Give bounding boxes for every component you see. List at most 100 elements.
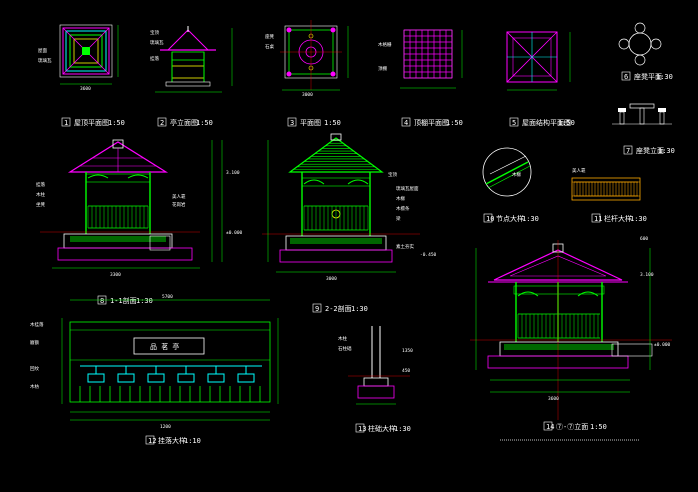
svg-text:宝顶: 宝顶	[388, 171, 397, 178]
svg-text:石桌: 石桌	[265, 43, 274, 50]
view-roof-structure: 5 屋面结构平面图 1:50	[506, 31, 575, 127]
svg-text:梁: 梁	[396, 215, 401, 222]
view7-title: 座凳立面	[636, 146, 664, 155]
svg-text:花岗岩: 花岗岩	[172, 201, 186, 208]
view11-scale: 1:30	[630, 215, 647, 223]
dim-base-1: 1350	[402, 348, 413, 354]
view6-number: 6	[624, 73, 628, 81]
svg-text:美人靠: 美人靠	[172, 193, 186, 200]
view-large-elevation: 3.100 ±0.000 3600 600 14 ⑦-⑦立面 1:50	[470, 236, 672, 441]
svg-text:木柱: 木柱	[36, 191, 45, 198]
view8-title: 1-1剖面	[110, 296, 137, 305]
view9-title: 2-2剖面	[325, 304, 352, 313]
svg-text:木柱: 木柱	[338, 335, 347, 342]
svg-text:回纹: 回纹	[30, 365, 39, 372]
svg-text:顶棚: 顶棚	[378, 65, 387, 72]
svg-text:木枋: 木枋	[30, 383, 39, 390]
svg-text:坐凳: 坐凳	[36, 201, 45, 208]
view-section-2-2: 宝顶 琉璃瓦屋面 木椽 木檩条 梁 素土夯实 -0.450 3000 9 2-2…	[262, 133, 437, 313]
svg-text:木格栅: 木格栅	[378, 41, 392, 48]
svg-text:宝顶: 宝顶	[150, 29, 159, 36]
svg-text:挂落: 挂落	[36, 181, 45, 188]
view3-scale: 1:50	[324, 119, 341, 127]
svg-text:素土夯实: 素土夯实	[396, 243, 414, 250]
view2-title: 亭立面图	[170, 118, 198, 127]
view1-title: 屋顶平面图	[74, 119, 109, 127]
view11-title: 栏杆大样	[604, 214, 632, 223]
view9-scale: 1:30	[351, 305, 368, 313]
svg-text:木檩条: 木檩条	[396, 205, 410, 212]
view1-number: 1	[64, 119, 68, 127]
view13-scale: 1:30	[394, 425, 411, 433]
view14-scale: 1:50	[590, 423, 607, 431]
view12-title: 挂落大样	[158, 436, 186, 445]
dim-plan: 3000	[302, 92, 313, 98]
dim-section-1: 3300	[110, 272, 121, 278]
dim-large-width: 3600	[548, 396, 559, 402]
svg-text:石柱础: 石柱础	[338, 345, 352, 352]
svg-text:琉璃瓦: 琉璃瓦	[150, 39, 164, 46]
view14-number: 14	[546, 423, 554, 431]
dim-fascia-bottom: 1200	[160, 424, 171, 430]
view-fascia-detail: 品 茗 亭 5700 1200 木挂落 匾额 回纹 木枋 12 挂落大样 1:1…	[30, 294, 279, 445]
dim-height-1: 3.100	[226, 170, 240, 176]
fascia-posts	[79, 386, 261, 402]
view6-title: 座凳平面	[634, 72, 662, 81]
roof-note-2: 琉璃瓦	[38, 57, 52, 64]
view-node-detail: 木椽 10 节点大样 1:30	[482, 147, 539, 223]
view-section-1-1: 挂落 木柱 坐凳 美人靠 花岗岩 3.100 ±0.000 3300 8 1-1…	[36, 139, 243, 305]
dim-level-2: -0.450	[420, 252, 437, 258]
view5-scale: 1:50	[558, 119, 575, 127]
svg-text:木挂落: 木挂落	[30, 321, 44, 328]
view8-scale: 1:30	[136, 297, 153, 305]
view5-title: 屋面结构平面图	[522, 118, 571, 127]
ceiling-grid	[403, 29, 453, 79]
view11-number: 11	[594, 215, 602, 223]
view13-title: 柱础大样	[368, 424, 396, 433]
view10-number: 10	[486, 215, 494, 223]
railing-2-2	[303, 205, 369, 231]
dim-level-1: ±0.000	[226, 230, 243, 236]
view-column-base: 木柱 石柱础 1350 450 13 柱础大样 1:30	[338, 326, 413, 433]
svg-text:美人靠: 美人靠	[572, 167, 586, 174]
view-railing-detail: 美人靠 11 栏杆大样 1:30	[571, 167, 647, 223]
svg-text:挂落: 挂落	[150, 55, 159, 62]
svg-text:木椽: 木椽	[512, 171, 521, 178]
plaque-text: 品 茗 亭	[150, 342, 179, 351]
view9-number: 9	[315, 305, 319, 313]
roof-note: 屋面	[38, 48, 47, 54]
view4-title: 顶棚平面图	[414, 118, 449, 127]
view2-scale: 1:50	[196, 119, 213, 127]
view12-number: 12	[148, 437, 156, 445]
view3-number: 3	[290, 119, 294, 127]
svg-text:木椽: 木椽	[396, 195, 405, 202]
view-plan: 座凳 石桌 3000 3 平面图 1:50	[265, 20, 349, 127]
railing-large	[517, 313, 600, 339]
dim-eave: 3.100	[640, 272, 654, 278]
dim-fascia-width: 5700	[162, 294, 173, 300]
view-small-elevation: 宝顶 琉璃瓦 挂落 2 亭立面图 1:50	[150, 26, 233, 127]
view1-scale: 1:50	[108, 119, 125, 127]
view-stool-plan: 6 座凳平面 1:30	[618, 22, 673, 81]
view12-scale: 1:10	[184, 437, 201, 445]
view3-title: 平面图	[300, 119, 321, 127]
view6-scale: 1:30	[656, 73, 673, 81]
svg-text:琉璃瓦屋面: 琉璃瓦屋面	[396, 185, 419, 192]
view10-scale: 1:30	[522, 215, 539, 223]
view-ceiling-plan: 木格栅 顶棚 4 顶棚平面图 1:50	[378, 29, 463, 127]
view-roof-plan: 3600 屋面 琉璃瓦 1 屋顶平面图 1:50	[38, 24, 125, 127]
svg-text:座凳: 座凳	[265, 33, 274, 40]
dim-section-2: 3000	[326, 276, 337, 282]
view14-title: ⑦-⑦立面	[556, 422, 588, 431]
view7-number: 7	[626, 147, 630, 155]
view13-number: 13	[358, 425, 366, 433]
view10-title: 节点大样	[496, 214, 524, 223]
view4-number: 4	[404, 119, 408, 127]
dim-base-2: 450	[402, 368, 410, 374]
dim-level-3: ±0.000	[654, 342, 671, 348]
view2-number: 2	[160, 119, 164, 127]
view4-scale: 1:50	[446, 119, 463, 127]
dim-top: 600	[640, 236, 648, 242]
